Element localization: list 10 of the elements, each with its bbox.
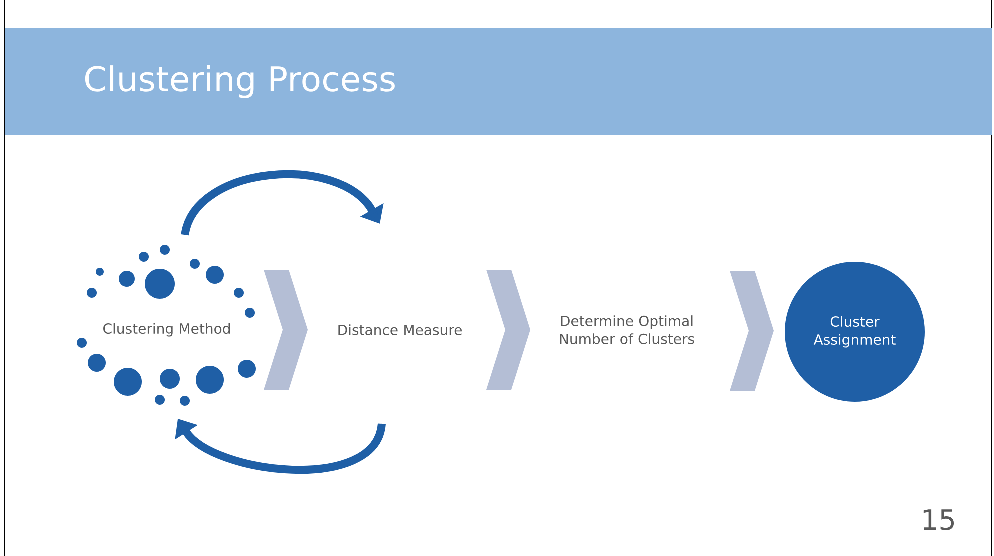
page-number: 15: [924, 510, 954, 530]
chevron-arrow: [730, 271, 774, 391]
circle-node: Cluster Assignment: [785, 262, 925, 402]
step-label: Distance Measure: [338, 324, 462, 336]
chevron-arrow: [486, 270, 530, 390]
step-label: Clustering Method: [104, 323, 230, 337]
curved-arrow: [181, 170, 384, 236]
title: Clustering Process: [85, 66, 395, 98]
step-label: Determine Optimal Number of Clusters: [560, 316, 694, 344]
chevron-arrow: [264, 270, 308, 390]
